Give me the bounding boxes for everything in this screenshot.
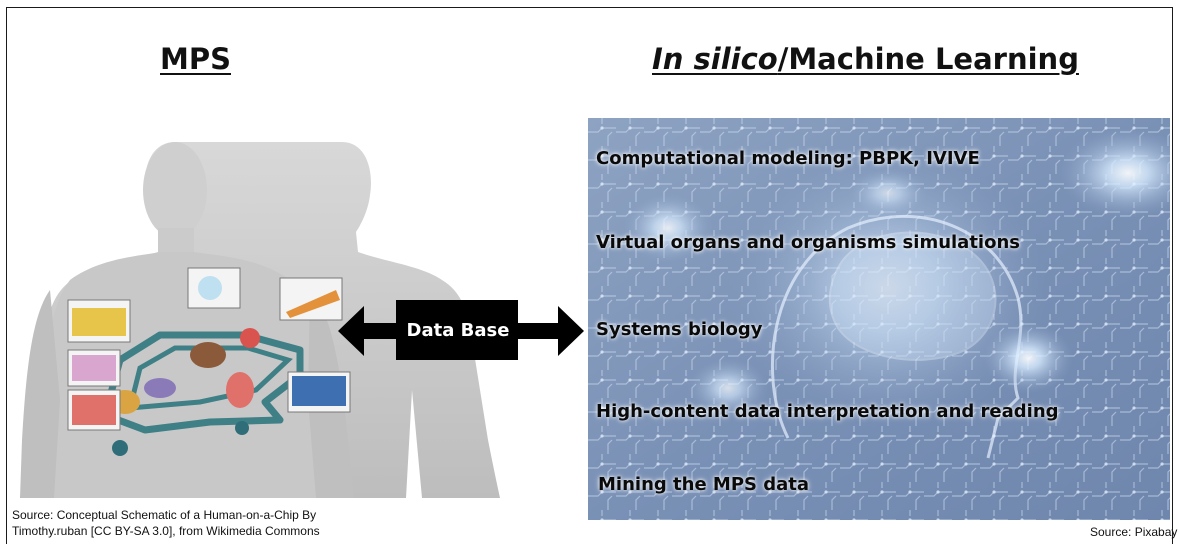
ml-title: In silico/Machine Learning: [652, 42, 1079, 76]
light-flare-4: [688, 358, 768, 418]
ml-title-rest: /Machine Learning: [777, 42, 1079, 76]
light-flare-1: [1058, 128, 1170, 218]
brain-outline: [828, 231, 997, 361]
mps-source-line-2: Timothy.ruban [CC BY-SA 3.0], from Wikim…: [12, 524, 320, 538]
light-flare-5: [848, 168, 928, 218]
light-flare-2: [623, 193, 713, 263]
ml-image-panel: Computational modeling: PBPK, IVIVE Virt…: [588, 118, 1170, 520]
human-on-chip-illustration: [20, 142, 500, 498]
arrow-left-head: [338, 306, 364, 356]
fluid-channel: [101, 331, 304, 434]
ml-title-italic: In silico: [652, 42, 778, 76]
mps-source-note: Source: Conceptual Schematic of a Human-…: [12, 507, 320, 539]
brain-glow: [728, 148, 1048, 428]
mps-source-line-1: Source: Conceptual Schematic of a Human-…: [12, 508, 317, 522]
data-base-label: Data Base: [406, 320, 510, 341]
organ-heart: [240, 328, 260, 348]
double-arrow-connector: [338, 300, 584, 360]
ml-item-high-content-data: High-content data interpretation and rea…: [596, 401, 1059, 422]
pump-2: [235, 421, 249, 435]
arrow-right-head: [558, 306, 584, 356]
light-flare-3: [983, 323, 1073, 393]
head: [143, 142, 207, 238]
ml-item-mining-mps-data: Mining the MPS data: [598, 474, 810, 495]
organ-kidney: [190, 342, 226, 368]
organ-liver: [144, 378, 176, 398]
ml-source-note: Source: Pixabay: [1090, 525, 1178, 539]
circuit-brain-background: [588, 118, 1170, 520]
organ-lung: [226, 372, 254, 408]
pump-1: [112, 440, 128, 456]
ml-item-virtual-organs: Virtual organs and organisms simulations: [596, 232, 1020, 253]
ml-item-systems-biology: Systems biology: [596, 319, 763, 340]
ml-items-list: Computational modeling: PBPK, IVIVE Virt…: [588, 118, 1170, 520]
mps-title: MPS: [160, 42, 231, 76]
fluid-channel-inner: [126, 345, 293, 411]
ml-item-computational-modeling: Computational modeling: PBPK, IVIVE: [596, 148, 980, 169]
data-base-box: [396, 300, 518, 360]
left-arm: [20, 290, 60, 498]
